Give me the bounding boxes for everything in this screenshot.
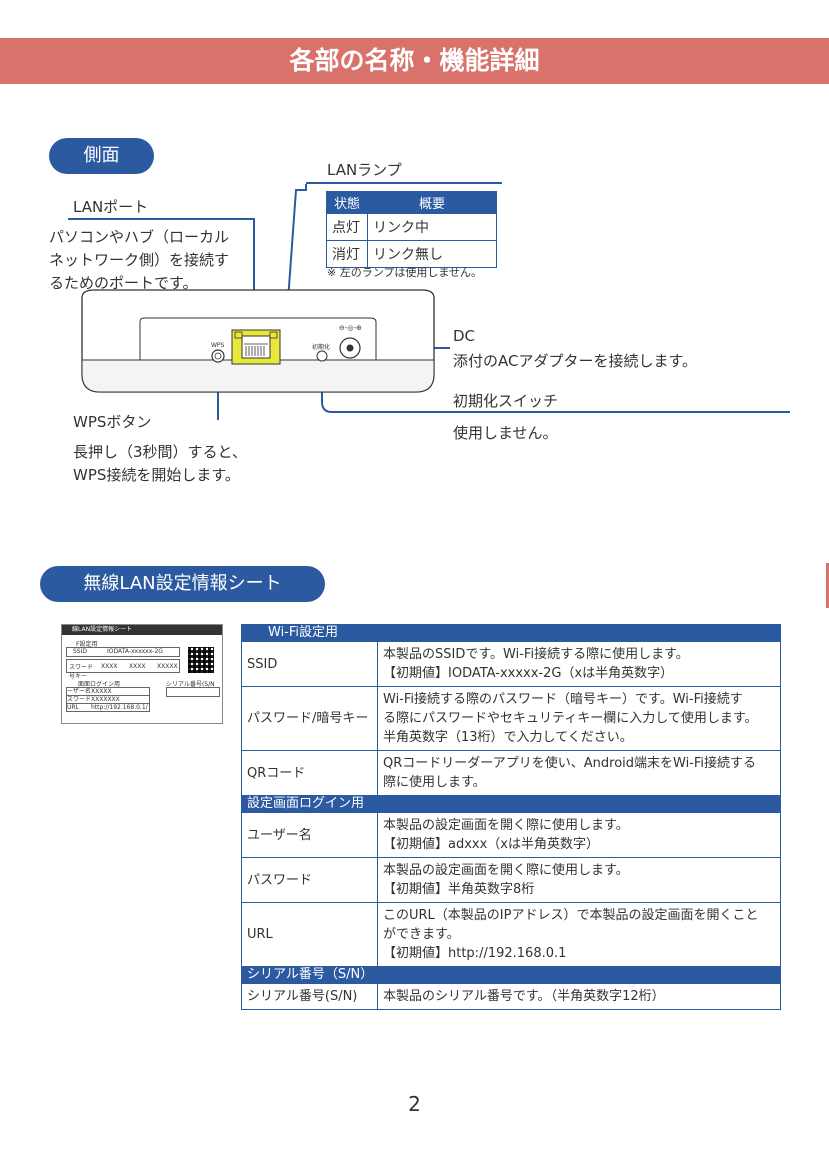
qr-code-icon <box>188 647 214 673</box>
lamp-row: 消灯 リンク無し <box>326 240 497 268</box>
lan-port-desc: パソコンやハブ（ローカル ネットワーク側）を接続す るためのポートです。 <box>49 228 230 292</box>
side-edge-mark <box>826 563 829 608</box>
wps-title: WPSボタン <box>73 413 152 431</box>
table-section-row: シリアル番号（S/N） <box>241 966 781 984</box>
lan-lamp-title: LANランプ <box>327 161 402 179</box>
dc-polarity-symbol: ⊖-◎-⊕ <box>339 324 362 332</box>
router-side-illustration <box>81 184 790 420</box>
init-desc: 使用しません。 <box>453 424 558 442</box>
table-row: パスワード本製品の設定画面を開く際に使用します。【初期値】半角英数字8桁 <box>241 857 781 903</box>
init-title: 初期化スイッチ <box>453 392 559 410</box>
table-row: ユーザー名本製品の設定画面を開く際に使用します。【初期値】adxxx（xは半角英… <box>241 812 781 858</box>
table-section-row: Wi-Fi設定用 <box>241 624 781 642</box>
lan-lamp-table: 状態 概要 点灯 リンク中 消灯 リンク無し <box>326 191 497 268</box>
table-section-row: 設定画面ログイン用 <box>241 795 781 813</box>
settings-sheet-thumbnail: 線LAN設定情報シート F設定用 SSID IODATA-xxxxxx-2G ス… <box>61 624 223 724</box>
lan-lamp-note: ※ 左のランプは使用しません。 <box>327 266 483 279</box>
dc-desc: 添付のACアダプターを接続します。 <box>453 352 697 370</box>
page-header: 各部の名称・機能詳細 <box>0 38 829 84</box>
lamp-row: 点灯 リンク中 <box>326 213 497 241</box>
table-row: シリアル番号(S/N)本製品のシリアル番号です。（半角英数字12桁） <box>241 983 781 1010</box>
section-pill-wireless-sheet: 無線LAN設定情報シート <box>40 566 325 602</box>
page-number: 2 <box>408 1092 421 1116</box>
lan-port-title: LANポート <box>73 198 149 216</box>
wps-port-label: WPS <box>211 342 225 349</box>
init-port-label: 初期化 <box>312 344 331 351</box>
dc-title: DC <box>453 327 476 345</box>
lan-lamp-underline <box>306 182 502 184</box>
section-pill-side: 側面 <box>49 138 154 174</box>
lan-port-underline <box>68 218 254 220</box>
wps-desc: 長押し（3秒間）すると、 WPS接続を開始します。 <box>73 443 247 484</box>
